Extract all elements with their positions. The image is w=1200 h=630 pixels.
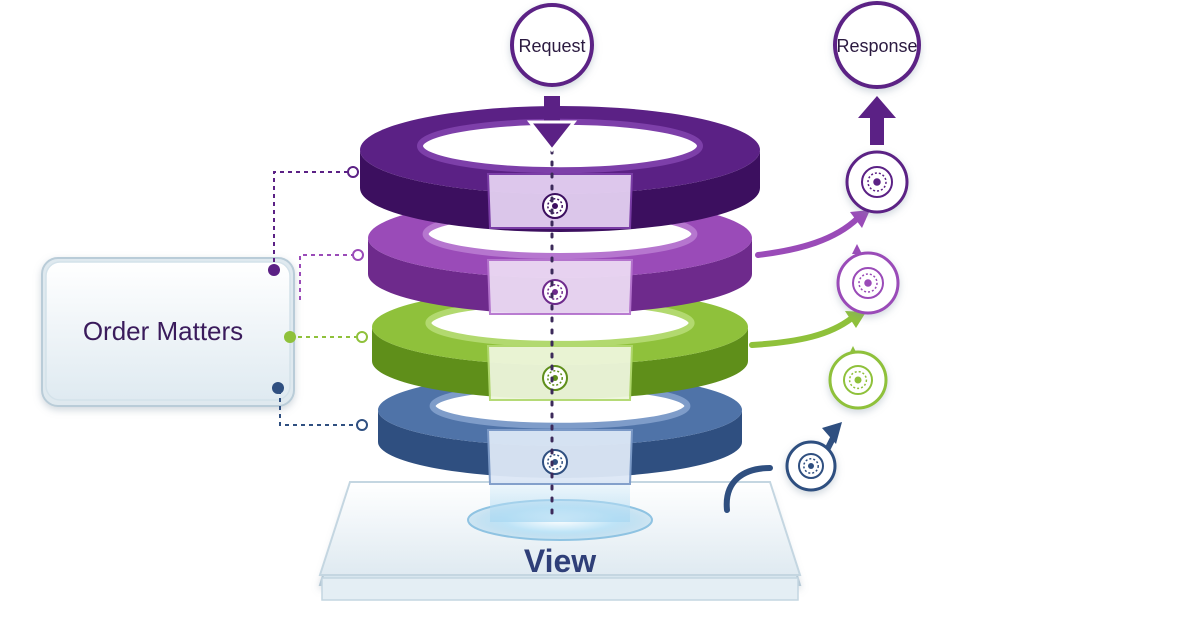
connector-end (356, 419, 368, 431)
response-chain (723, 150, 909, 513)
response-circle (833, 1, 921, 89)
connector-layer-4 (279, 390, 360, 426)
response-arrowhead-2 (850, 210, 870, 228)
connector-end (356, 331, 368, 343)
connector-layer-1 (273, 171, 350, 270)
request-arrow-shaft (544, 96, 560, 124)
order-matters-panel: Order Matters (41, 166, 368, 431)
response-arrow-shaft (870, 115, 884, 145)
gear-chip-icon (542, 193, 568, 219)
request-label: Request (518, 36, 585, 56)
gear-chip-icon (542, 279, 568, 305)
response-label: Response (836, 36, 917, 56)
gear-chip-icon (836, 251, 900, 315)
response-nodes (785, 150, 909, 492)
gear-chip-icon (785, 440, 837, 492)
chevron-up-icon (852, 244, 862, 254)
request-circle (510, 3, 594, 87)
ring-layer-1 (360, 106, 760, 232)
connector-dot (284, 331, 296, 343)
gear-chip-icon (542, 449, 568, 475)
connector-layer-2 (299, 254, 355, 300)
response-arrowhead-3 (845, 311, 866, 328)
order-matters-label: Order Matters (83, 316, 243, 346)
ring-wall (378, 410, 742, 478)
ring-wall (372, 327, 748, 399)
response-node: Response (833, 1, 921, 145)
response-arrowhead-4 (822, 422, 842, 444)
connector-end (352, 249, 364, 261)
ring-wall (368, 238, 752, 314)
response-arrow-4 (723, 465, 773, 513)
view-label: View (524, 543, 596, 579)
gear-chip-icon (542, 365, 568, 391)
response-arrow-2 (755, 215, 861, 258)
connector-end (347, 166, 359, 178)
response-arrow-3 (749, 315, 855, 348)
connector-dot (272, 382, 284, 394)
gear-chip-icon (828, 350, 888, 410)
ring-wall (360, 150, 760, 232)
middleware-layers (360, 106, 760, 485)
connector-dot (268, 264, 280, 276)
request-node: Request (510, 3, 594, 153)
gear-chip-icon (845, 150, 909, 214)
response-arrow-head (858, 96, 896, 118)
request-arrow-head (526, 120, 578, 153)
